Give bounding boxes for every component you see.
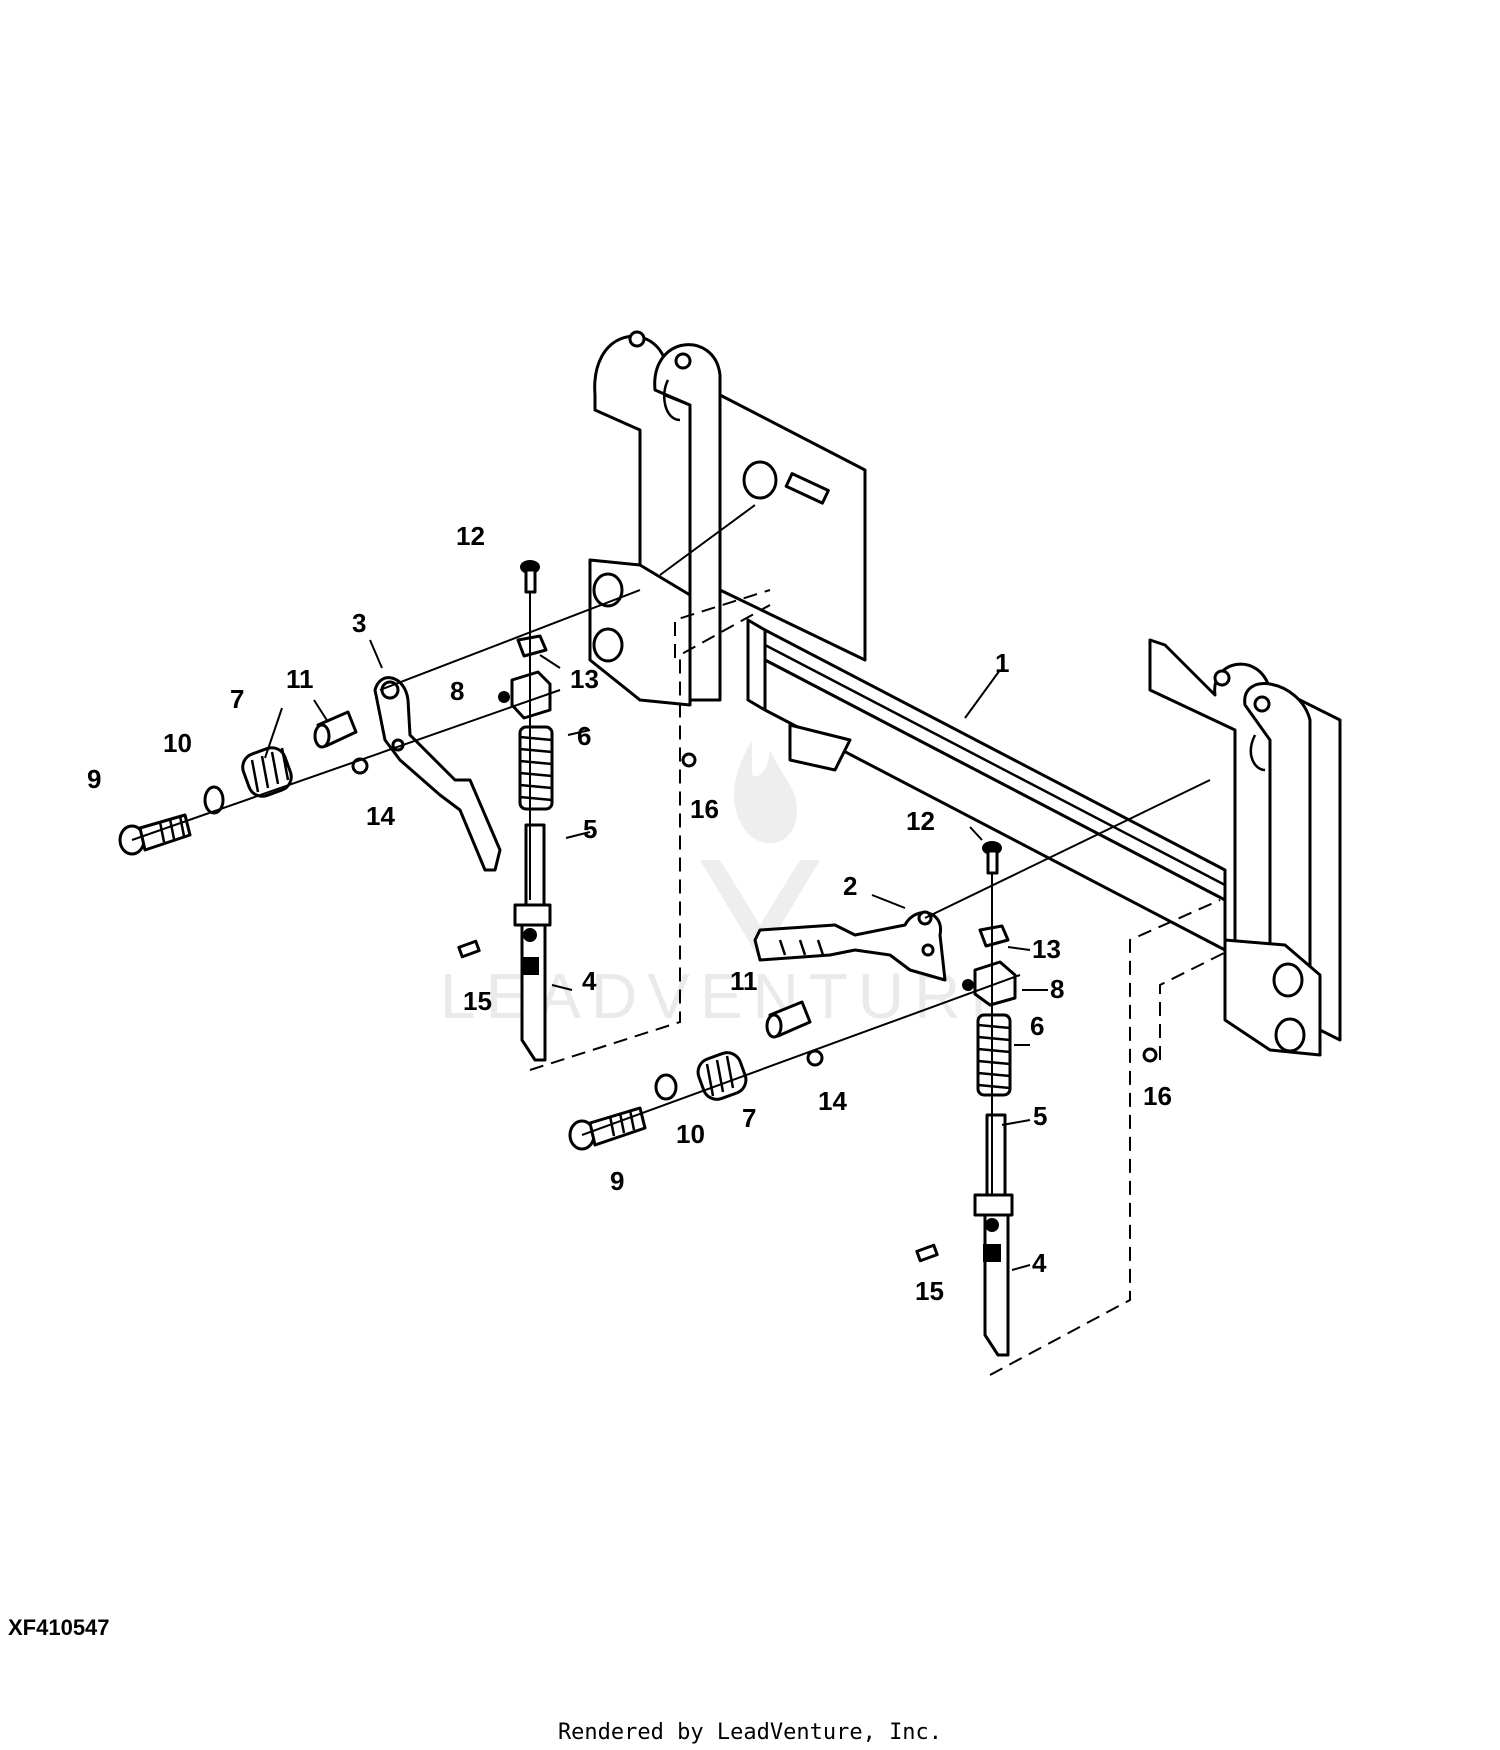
- callout-5: 5: [1033, 1101, 1047, 1131]
- washer-10-right: [654, 1073, 678, 1101]
- capscrew-12-right: [982, 841, 1002, 875]
- capscrew-12-left: [520, 560, 540, 594]
- washer-10-left: [203, 785, 225, 815]
- callout-14: 14: [366, 801, 395, 831]
- nut-16-left: [681, 752, 697, 768]
- left-latch-assembly: [118, 504, 771, 1071]
- callout-13: 13: [1032, 934, 1061, 964]
- callout-12: 12: [906, 806, 935, 836]
- spring-7-left: [241, 746, 293, 798]
- callout-leaders: [264, 639, 1048, 1271]
- callout-7: 7: [230, 684, 244, 714]
- callout-8: 8: [1050, 974, 1064, 1004]
- callouts-right: 12 2 13 8 11 6 14 7 10 9 5 15 4 16: [610, 806, 1172, 1306]
- callout-2: 2: [843, 871, 857, 901]
- callouts-left: 12 13 3 8 11 7 10 9 14 6 5 15 4 16: [87, 521, 719, 1016]
- callout-11: 11: [286, 664, 314, 694]
- callout-8: 8: [450, 676, 464, 706]
- right-latch-assembly: [568, 779, 1231, 1376]
- spring-6-right: [976, 1013, 1012, 1097]
- callout-9: 9: [87, 764, 101, 794]
- roll-pin-15-right: [915, 1243, 939, 1263]
- callout-15: 15: [915, 1276, 944, 1306]
- callout-14: 14: [818, 1086, 847, 1116]
- callout-10: 10: [676, 1119, 705, 1149]
- callout-10: 10: [163, 728, 192, 758]
- callout-6: 6: [1030, 1011, 1044, 1041]
- callout-4: 4: [582, 966, 597, 996]
- nut-14-left: [351, 757, 369, 775]
- pin-5-right: [985, 1113, 1007, 1202]
- callout-16: 16: [1143, 1081, 1172, 1111]
- handle-3-left: [373, 676, 502, 872]
- callout-4: 4: [1032, 1248, 1047, 1278]
- spring-6-left: [518, 725, 554, 811]
- callout-12: 12: [456, 521, 485, 551]
- leadventure-watermark-logo: [700, 740, 820, 960]
- callout-11: 11: [730, 966, 758, 996]
- callout-1: 1: [995, 648, 1009, 678]
- block-8-left: [498, 670, 552, 720]
- render-credit: Rendered by LeadVenture, Inc.: [557, 1720, 943, 1745]
- roll-pin-15-left: [457, 939, 481, 959]
- callout-15: 15: [463, 986, 492, 1016]
- callout-7: 7: [742, 1103, 756, 1133]
- bolt-9-left: [118, 813, 192, 856]
- nut-14-right: [806, 1049, 824, 1067]
- bushing-11-right: [765, 1000, 812, 1039]
- quick-coupler-frame: [588, 330, 1342, 1057]
- callout-16: 16: [690, 794, 719, 824]
- nut-13-right: [978, 924, 1010, 948]
- bushing-11-left: [313, 710, 358, 749]
- nut-16-right: [1142, 1047, 1158, 1063]
- latch-pin-4-right: [973, 1193, 1014, 1357]
- callout-9: 9: [610, 1166, 624, 1196]
- callout-3: 3: [352, 608, 366, 638]
- bolt-9-right: [568, 1106, 647, 1151]
- callout-13: 13: [570, 664, 599, 694]
- latch-pin-4-left: [513, 903, 552, 1062]
- callout-5: 5: [583, 814, 597, 844]
- figure-id: XF410547: [8, 1615, 110, 1640]
- pin-5-left: [524, 823, 546, 912]
- nut-13-left: [516, 634, 548, 658]
- callout-6: 6: [577, 721, 591, 751]
